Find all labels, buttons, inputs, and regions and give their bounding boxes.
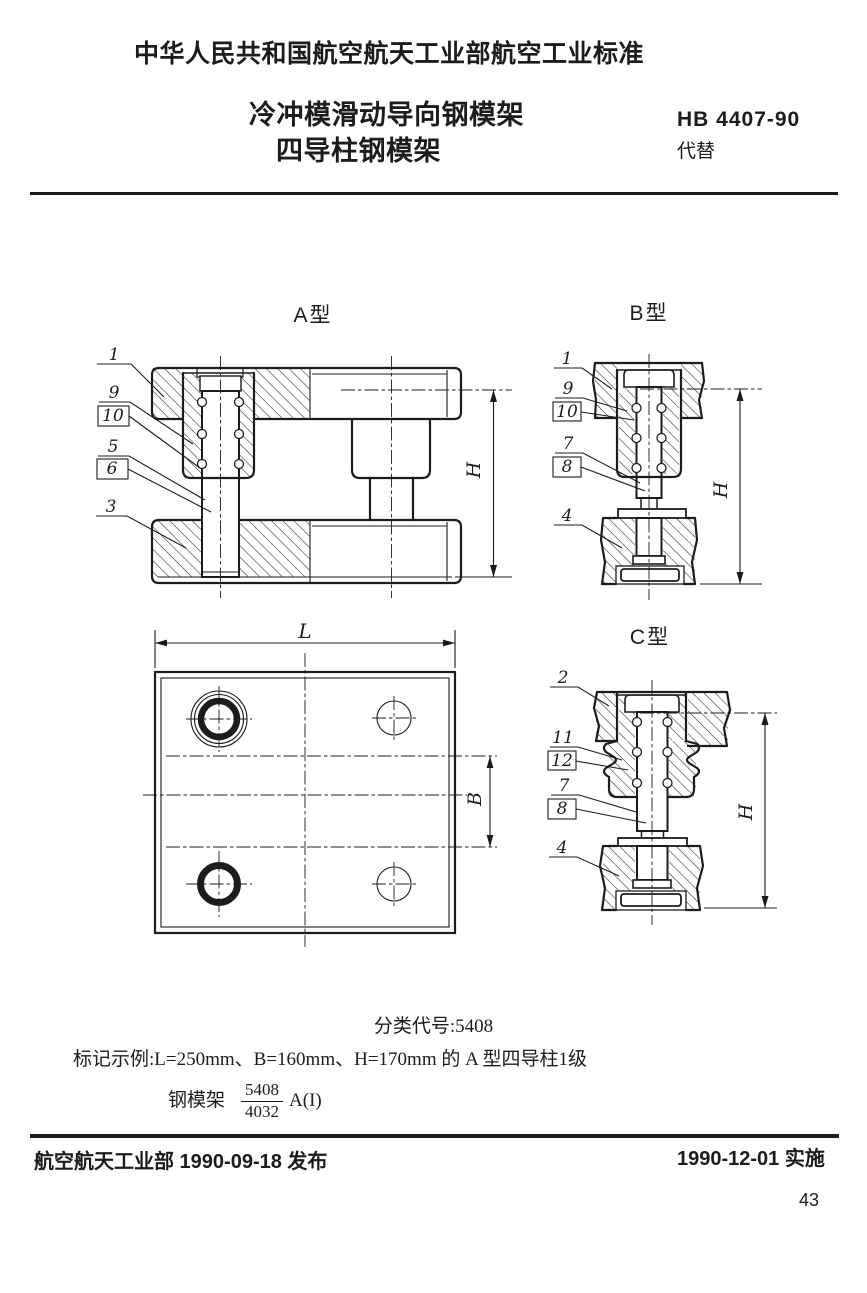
figure-plan-view: L B xyxy=(143,619,497,947)
hatching xyxy=(152,368,310,577)
part-label-1: 1 xyxy=(109,345,120,365)
figure-title-b: B型 xyxy=(629,302,668,325)
designation-prefix: 钢模架 xyxy=(168,1089,226,1111)
designation-numerator: 5408 xyxy=(241,1080,284,1102)
lower-die-plate xyxy=(598,844,705,912)
lower-die-plate xyxy=(150,518,463,585)
retaining-plate xyxy=(620,893,682,907)
ball-cage-balls xyxy=(631,716,673,789)
marking-example: 标记示例:L=250mm、B=160mm、H=170mm 的 A 型四导柱1级 xyxy=(73,1049,588,1070)
part-label-12: 12 xyxy=(551,751,573,771)
document-title-line2: 四导柱钢模架 xyxy=(276,136,441,166)
pillar-flange-washer xyxy=(617,508,687,519)
retaining-plate xyxy=(620,568,680,582)
l-dimension: L xyxy=(154,619,456,668)
figure-type-c: H 2 11 12 7 8 4 C型 xyxy=(547,626,777,925)
standard-org-line: 中华人民共和国航空航天工业部航空工业标准 xyxy=(134,40,645,68)
part-label-5: 5 xyxy=(108,437,119,457)
leader-lines xyxy=(552,367,646,549)
document-title-line1: 冷冲模滑动导向钢模架 xyxy=(249,100,524,130)
lower-die-plate xyxy=(599,516,699,586)
h-dimension: H xyxy=(640,712,777,909)
part-label-9: 9 xyxy=(109,383,120,403)
part-label-10: 10 xyxy=(102,406,124,426)
part-label-7: 7 xyxy=(563,434,574,454)
part-label-8: 8 xyxy=(562,457,573,477)
right-guide-pillar-elevation xyxy=(368,476,415,522)
designation-line: 钢模架 5408 4032 A(I) xyxy=(168,1080,322,1121)
part-label-4: 4 xyxy=(561,506,573,526)
dim-label-h: H xyxy=(710,481,732,499)
hole-pillar-bottom-right xyxy=(372,862,416,906)
guide-bushing xyxy=(602,691,701,799)
part-label-1: 1 xyxy=(562,349,573,369)
hole-bushing-bottom-left xyxy=(186,851,252,917)
figure-type-b: H 1 9 10 7 8 4 B型 xyxy=(552,302,762,600)
h-dimension: H xyxy=(640,388,762,585)
supersedes-label: 代替 xyxy=(677,141,716,162)
hole-bushing-top-left xyxy=(186,686,252,752)
upper-die-plate xyxy=(150,366,463,421)
dim-label-h: H xyxy=(735,803,757,821)
part-label-8: 8 xyxy=(557,799,568,819)
ball-cage-balls xyxy=(631,402,667,474)
classification-code: 分类代号:5408 xyxy=(373,1016,494,1037)
h-dimension: H xyxy=(455,390,512,578)
b-dimension: B xyxy=(464,756,494,847)
part-label-3: 3 xyxy=(106,497,117,517)
leader-lines xyxy=(547,686,647,877)
part-label-2: 2 xyxy=(557,668,569,688)
figure-title-a: A型 xyxy=(293,304,332,327)
dim-label-h: H xyxy=(463,461,485,479)
part-label-4: 4 xyxy=(556,838,568,858)
figure-title-c: C型 xyxy=(630,626,670,649)
part-label-9: 9 xyxy=(563,379,574,399)
ball-cage-balls xyxy=(196,396,245,470)
centerlines xyxy=(220,356,512,598)
pillar-flange-washer xyxy=(617,837,688,847)
hole-pillar-top-right xyxy=(372,696,416,740)
dim-label-b: B xyxy=(464,792,486,807)
page-number: 43 xyxy=(799,1190,820,1210)
header-rule xyxy=(30,192,838,195)
dim-label-l: L xyxy=(297,619,311,643)
upper-die-plate xyxy=(592,690,732,748)
designation-fraction: 5408 4032 xyxy=(241,1080,284,1121)
centerlines xyxy=(143,653,497,947)
right-guide-bushing-elevation xyxy=(350,417,432,480)
part-label-6: 6 xyxy=(107,459,118,479)
designation-suffix: A(I) xyxy=(289,1089,322,1111)
hatching xyxy=(595,363,702,584)
part-label-10: 10 xyxy=(556,402,578,422)
hatching xyxy=(596,692,728,910)
footer-issued-text: 航空航天工业部 1990-09-18 发布 xyxy=(34,1151,328,1173)
standard-code: HB 4407-90 xyxy=(677,108,801,131)
part-label-7: 7 xyxy=(559,776,570,796)
figure-type-a: H 1 9 10 5 6 3 A型 xyxy=(96,304,512,598)
footer-effective-text: 1990-12-01 实施 xyxy=(677,1148,825,1170)
part-label-11: 11 xyxy=(552,728,574,748)
guide-bushing xyxy=(181,371,256,480)
designation-denominator: 4032 xyxy=(245,1101,280,1121)
leader-lines xyxy=(96,363,212,549)
upper-die-plate xyxy=(591,361,706,420)
footer-rule xyxy=(30,1134,839,1138)
